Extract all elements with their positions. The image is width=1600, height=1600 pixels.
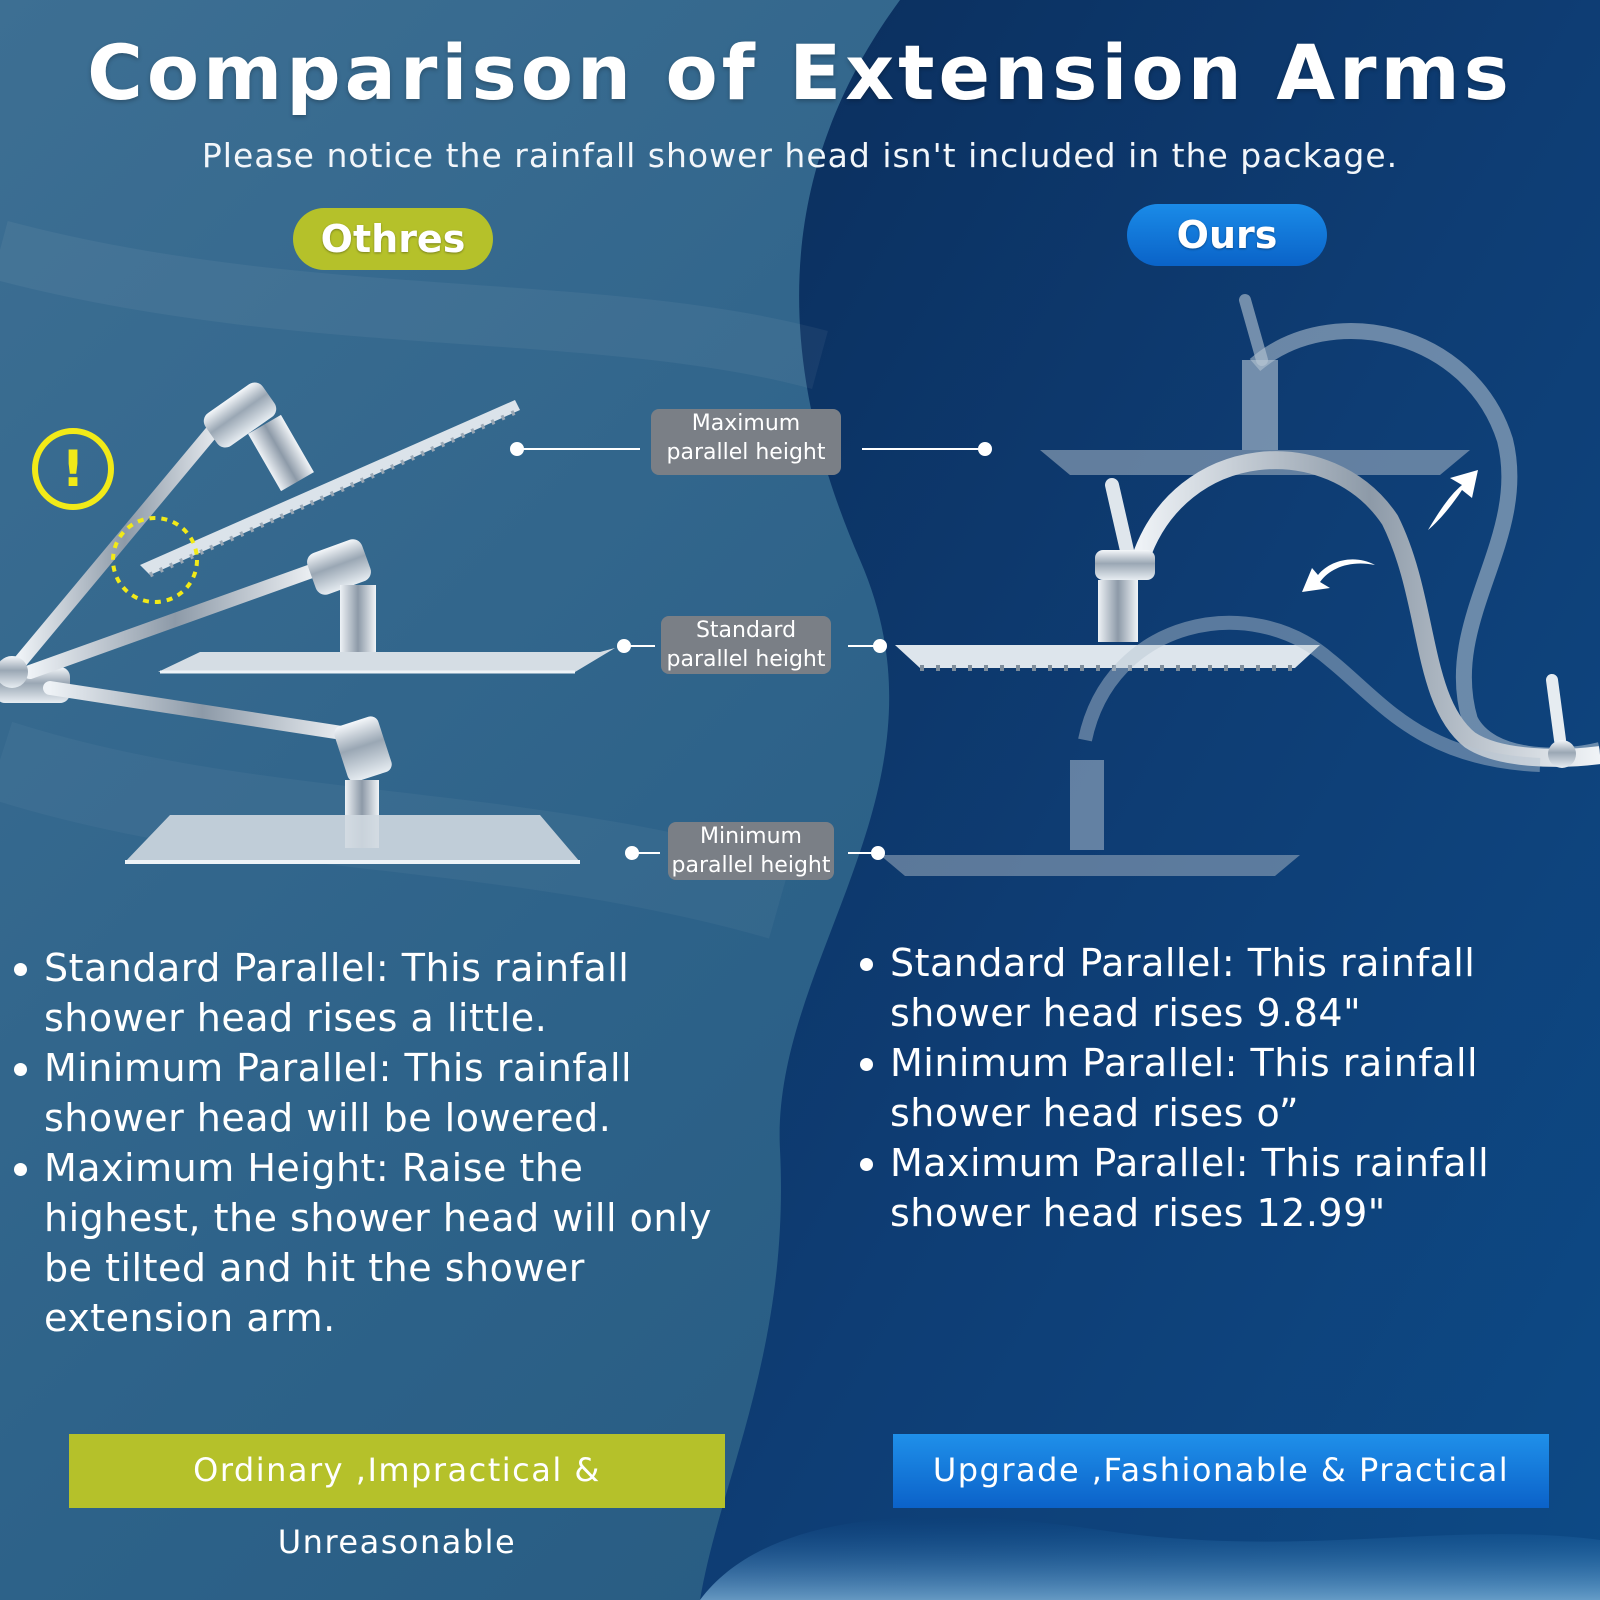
list-item: Minimum Parallel: This rainfall shower h… xyxy=(858,1038,1578,1138)
warning-icon: ! xyxy=(32,428,114,510)
ours-label: Ours xyxy=(1127,204,1327,266)
curved-arrow-up-icon xyxy=(1428,470,1478,530)
page-title: Comparison of Extension Arms xyxy=(87,28,1513,117)
list-item: Maximum Height: Raise the highest, the s… xyxy=(12,1143,752,1343)
list-item: Minimum Parallel: This rainfall shower h… xyxy=(12,1043,752,1143)
list-item: Standard Parallel: This rainfall shower … xyxy=(858,938,1578,1038)
tag-line: parallel height xyxy=(666,440,826,465)
tag-line: Standard xyxy=(695,618,797,643)
list-item: Maximum Parallel: This rainfall shower h… xyxy=(858,1138,1578,1238)
curved-arrow-left-icon xyxy=(1302,559,1375,592)
ours-shower-arms xyxy=(880,294,1600,876)
ours-summary-banner: Upgrade ,Fashionable & Practical xyxy=(893,1434,1549,1508)
tag-line: Minimum xyxy=(700,824,802,849)
list-item: Standard Parallel: This rainfall shower … xyxy=(12,943,752,1043)
others-label: Othres xyxy=(293,208,493,270)
page-subtitle: Please notice the rainfall shower head i… xyxy=(201,136,1399,175)
tag-line: Maximum xyxy=(691,411,801,436)
minimum-height-tag: Minimum parallel height xyxy=(668,822,834,880)
others-feature-list: Standard Parallel: This rainfall shower … xyxy=(12,943,752,1343)
others-summary-banner: Ordinary ,Impractical & Unreasonable xyxy=(69,1434,725,1561)
ours-feature-list: Standard Parallel: This rainfall shower … xyxy=(858,938,1578,1238)
tag-line: parallel height xyxy=(666,647,826,672)
maximum-height-tag: Maximum parallel height xyxy=(651,409,841,475)
tag-line: parallel height xyxy=(671,853,831,878)
others-shower-arms xyxy=(0,382,615,864)
height-connectors xyxy=(510,442,992,860)
standard-height-tag: Standard parallel height xyxy=(661,616,831,674)
